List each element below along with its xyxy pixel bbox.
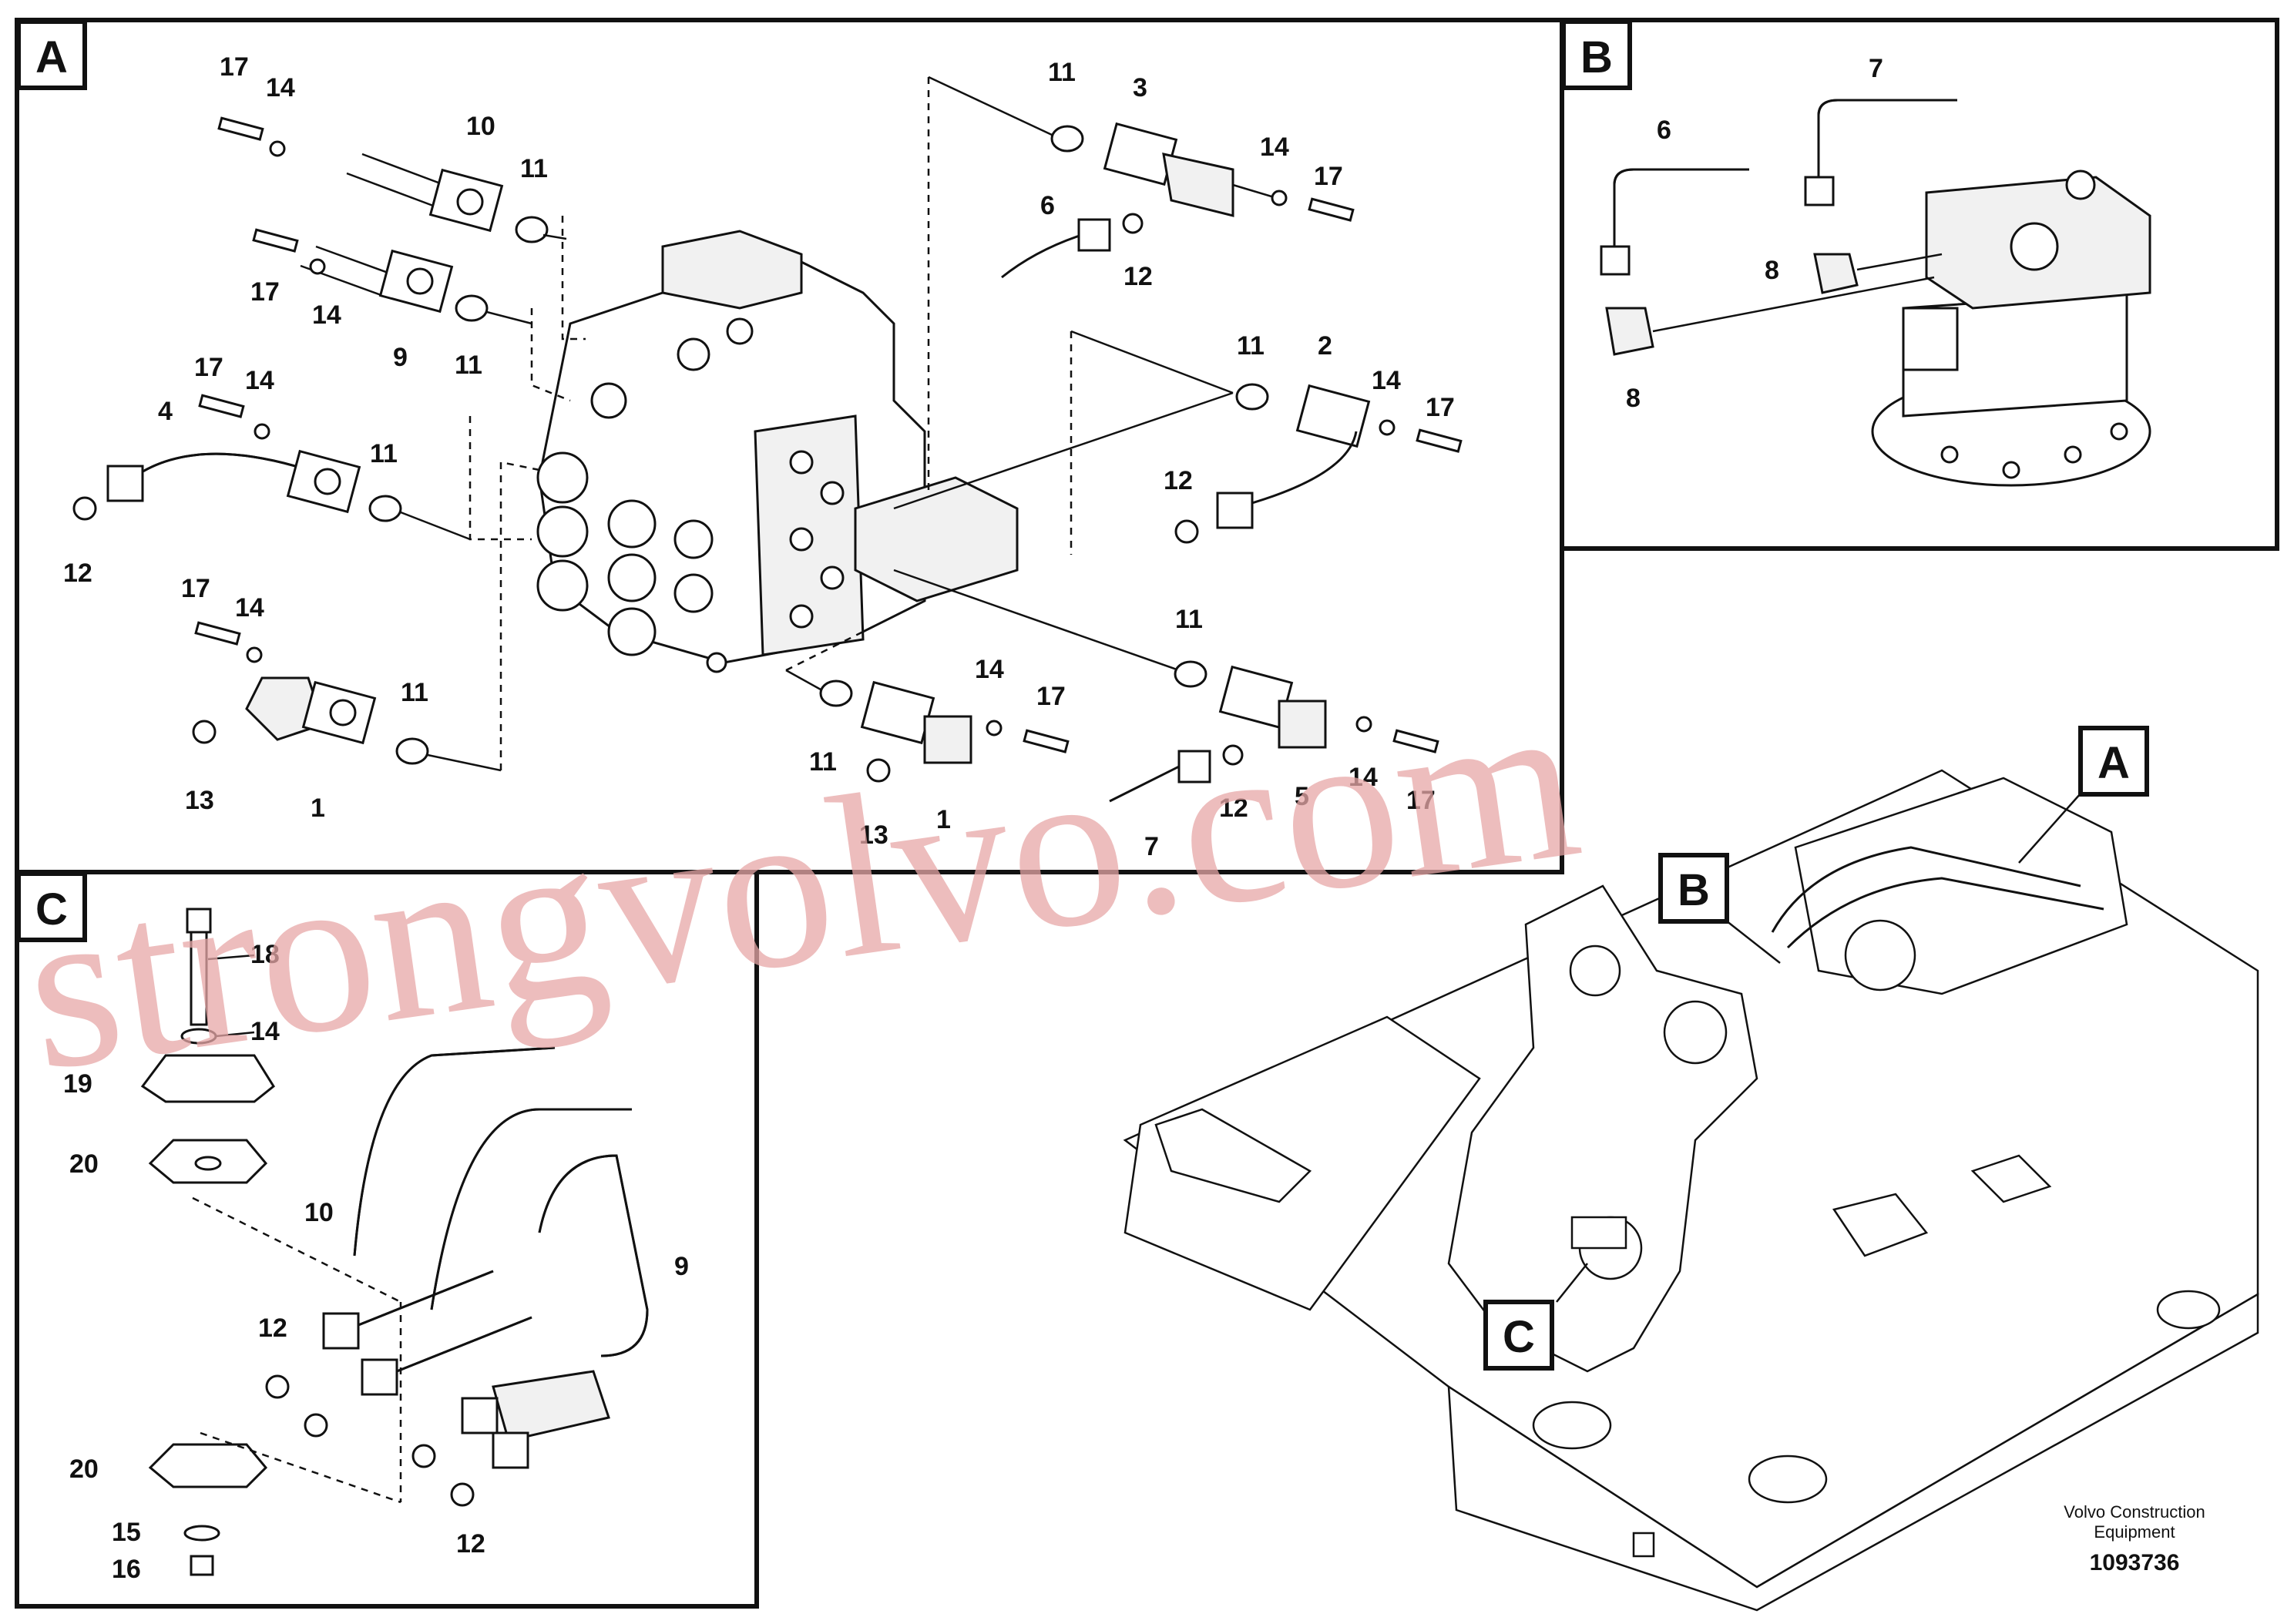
label-a-9: 9 xyxy=(393,343,408,372)
callout-b: B xyxy=(1658,853,1781,964)
label-a-11: 11 xyxy=(809,747,837,777)
elbow-8-upper xyxy=(1813,253,1859,294)
hose-7-fitting xyxy=(1804,176,1835,206)
swing-motor xyxy=(1871,169,2151,487)
label-a-11: 11 xyxy=(520,154,548,183)
elbow-1-left xyxy=(192,621,502,772)
footer-block: Volvo Construction Equipment 1093736 xyxy=(2064,1502,2205,1575)
label-a-14: 14 xyxy=(1372,366,1401,395)
label-c-10: 10 xyxy=(304,1198,334,1227)
label-c-19: 19 xyxy=(63,1069,92,1099)
label-a-17: 17 xyxy=(1314,162,1343,191)
label-a-11: 11 xyxy=(1048,58,1076,87)
svg-text:C: C xyxy=(35,884,68,934)
label-a-10: 10 xyxy=(466,112,495,141)
callout-a: A xyxy=(2018,726,2149,864)
label-a-12: 12 xyxy=(1123,262,1153,291)
panel-b-frame xyxy=(1560,18,2279,551)
drawing-number: 1093736 xyxy=(2090,1550,2180,1575)
svg-text:A: A xyxy=(35,32,68,82)
label-b-8: 8 xyxy=(1765,256,1779,285)
label-a-13: 13 xyxy=(185,786,214,815)
label-a-12: 12 xyxy=(63,559,92,588)
label-c-16: 16 xyxy=(112,1555,141,1584)
label-c-20: 20 xyxy=(69,1149,99,1179)
label-b-6: 6 xyxy=(1657,116,1671,145)
label-b-7: 7 xyxy=(1869,54,1883,83)
panel-b-tag: B xyxy=(1561,19,1632,90)
label-a-14: 14 xyxy=(245,366,274,395)
label-a-11: 11 xyxy=(370,439,398,468)
panel-b-illustration: 6 7 8 8 xyxy=(1600,54,2151,487)
hose-2 xyxy=(893,330,1463,544)
maker-name: Volvo Construction xyxy=(2064,1502,2205,1522)
hose-6-fitting xyxy=(1600,245,1631,276)
label-a-1: 1 xyxy=(936,805,951,834)
label-a-6: 6 xyxy=(1040,191,1055,220)
pipe-3 xyxy=(928,75,1355,279)
panel-a-illustration: 17 14 10 11 17 14 9 11 17 14 4 11 12 17 … xyxy=(63,52,1463,861)
label-a-7: 7 xyxy=(1144,832,1159,861)
panel-c-illustration: 18 14 19 20 10 9 12 12 20 15 16 xyxy=(63,908,689,1584)
label-a-11: 11 xyxy=(401,678,428,707)
label-c-12: 12 xyxy=(456,1529,485,1559)
svg-text:B: B xyxy=(1580,32,1613,82)
label-a-5: 5 xyxy=(1295,782,1309,811)
label-a-4: 4 xyxy=(158,397,173,426)
label-a-14-top: 14 xyxy=(266,73,295,102)
flange-10 xyxy=(217,116,567,243)
svg-text:C: C xyxy=(1503,1312,1535,1362)
label-c-20: 20 xyxy=(69,1455,99,1484)
control-valve-block xyxy=(536,230,1019,673)
label-a-17: 17 xyxy=(1036,682,1066,711)
panel-c-frame xyxy=(15,870,759,1609)
label-a-2: 2 xyxy=(1318,331,1332,361)
label-c-18: 18 xyxy=(250,940,280,969)
label-c-12: 12 xyxy=(258,1314,287,1343)
label-a-12: 12 xyxy=(1219,794,1248,823)
maker-name-line2: Equipment xyxy=(2094,1522,2175,1542)
label-a-14: 14 xyxy=(1260,133,1289,162)
label-a-3: 3 xyxy=(1133,73,1147,102)
label-a-11: 11 xyxy=(1175,605,1203,634)
label-a-14: 14 xyxy=(312,300,341,330)
panel-c-tag: C xyxy=(16,871,87,942)
overview-illustration: A B C xyxy=(1123,726,2259,1612)
label-a-13: 13 xyxy=(859,820,888,850)
label-a-17-top: 17 xyxy=(220,52,249,82)
label-c-14: 14 xyxy=(250,1017,280,1046)
label-a-14: 14 xyxy=(975,655,1004,684)
label-a-1: 1 xyxy=(311,794,325,823)
label-a-17: 17 xyxy=(181,574,210,603)
hose-4 xyxy=(72,394,471,541)
flange-9 xyxy=(252,228,532,325)
label-c-15: 15 xyxy=(112,1518,141,1547)
label-a-11: 11 xyxy=(1237,331,1265,361)
elbow-1-center xyxy=(785,669,1070,783)
callout-c: C xyxy=(1483,1263,1588,1371)
label-a-14: 14 xyxy=(1349,763,1378,792)
svg-text:B: B xyxy=(1678,865,1710,915)
label-a-11: 11 xyxy=(455,351,482,380)
pipe-5 xyxy=(893,569,1439,803)
label-a-14: 14 xyxy=(235,593,264,622)
label-a-17: 17 xyxy=(1406,786,1436,815)
panel-a-tag: A xyxy=(16,19,87,90)
label-b-8: 8 xyxy=(1626,384,1641,413)
label-a-17: 17 xyxy=(250,277,280,307)
label-a-12: 12 xyxy=(1164,466,1193,495)
elbow-8-lower xyxy=(1605,307,1654,356)
label-a-17: 17 xyxy=(1426,393,1455,422)
svg-text:A: A xyxy=(2098,738,2130,788)
label-a-17: 17 xyxy=(194,353,223,382)
label-c-9: 9 xyxy=(674,1252,689,1281)
